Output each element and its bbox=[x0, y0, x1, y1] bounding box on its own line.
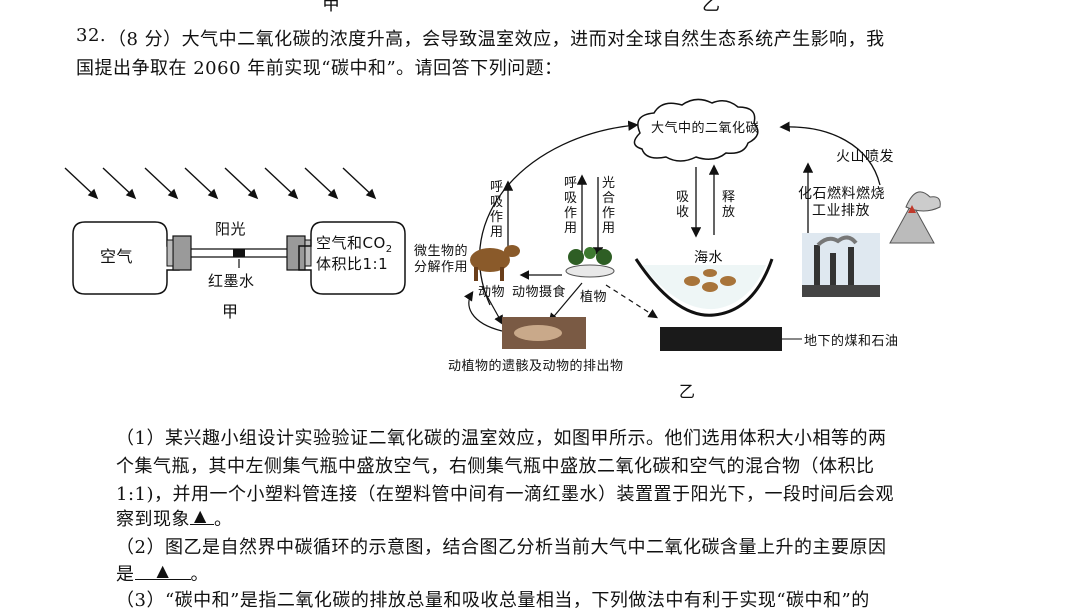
left-stopper bbox=[172, 235, 192, 271]
respiration-animal-label: 呼吸作用 bbox=[490, 180, 504, 240]
sea-label: 海水 bbox=[694, 250, 723, 266]
question-line-2: 国提出争取在 2060 年前实现“碳中和”。请回答下列问题： bbox=[76, 58, 563, 79]
cloud-label: 大气中的二氧化碳 bbox=[651, 121, 760, 136]
sub2-line-1: （2）图乙是自然界中碳循环的示意图，结合图乙分析当前大气中二氧化碳含量上升的主要… bbox=[116, 537, 887, 558]
coal-oil-layer bbox=[660, 327, 782, 351]
industry-label: 工业排放 bbox=[812, 203, 870, 219]
sub1-line-3: 1:1)，并用一个小塑料管连接（在塑料管中间有一滴红墨水）装置置于阳光下，一段时… bbox=[116, 484, 894, 505]
plant-label: 植物 bbox=[580, 290, 608, 305]
atmosphere-cloud bbox=[633, 98, 759, 162]
figure-jia bbox=[64, 167, 406, 295]
top-label-jia: 甲 bbox=[322, 0, 341, 15]
right-bottle-label-1: 空气和CO2 bbox=[316, 234, 393, 255]
animal-label: 动物 bbox=[478, 285, 506, 300]
sub2-line-2: 是▲。 bbox=[116, 561, 209, 585]
figure-yi bbox=[464, 98, 941, 351]
ink-drop bbox=[233, 249, 245, 257]
sub1-line-4: 察到现象▲。 bbox=[116, 506, 233, 530]
plant-illustration bbox=[565, 247, 615, 278]
answer-blank-2[interactable]: ▲ bbox=[134, 561, 191, 580]
photosynthesis-label: 光合作用 bbox=[602, 176, 616, 236]
sunlight-rays bbox=[64, 167, 377, 200]
answer-blank-1[interactable]: ▲ bbox=[190, 506, 214, 525]
feeding-label: 动物摄食 bbox=[512, 285, 567, 300]
question-line-1: （8 分）大气中二氧化碳的浓度升高，会导致温室效应，进而对全球自然生态系统产生影… bbox=[108, 29, 885, 50]
left-bottle bbox=[72, 221, 180, 295]
release-label: 释放 bbox=[722, 190, 736, 220]
fossil-label: 化石燃料燃烧 bbox=[798, 186, 885, 202]
sub3-line-1: （3）“碳中和”是指二氧化碳的排放总量和吸收总量相当，下列做法中有利于实现“碳中… bbox=[116, 590, 870, 611]
industry-illustration bbox=[802, 233, 880, 297]
sunlight-label: 阳光 bbox=[215, 220, 247, 238]
sub1-line-1: （1）某兴趣小组设计实验验证二氧化碳的温室效应，如图甲所示。他们选用体积大小相等… bbox=[116, 428, 887, 449]
microbe-label-1: 微生物的 bbox=[414, 244, 469, 259]
right-bottle-label-2: 体积比1:1 bbox=[316, 255, 389, 273]
sub1-line-2: 个集气瓶，其中左侧集气瓶中盛放空气，右侧集气瓶中盛放二氧化碳和空气的混合物（体积… bbox=[116, 456, 875, 477]
volcano-label: 火山喷发 bbox=[836, 149, 894, 165]
right-bottle bbox=[298, 221, 406, 295]
question-number: 32. bbox=[76, 25, 107, 46]
microbe-label-2: 分解作用 bbox=[414, 260, 469, 275]
top-label-yi: 乙 bbox=[702, 0, 721, 15]
remains-label: 动植物的遗骸及动物的排出物 bbox=[448, 359, 624, 374]
left-bottle-label: 空气 bbox=[100, 247, 134, 266]
figure-jia-caption: 甲 bbox=[222, 302, 239, 321]
coal-label: 地下的煤和石油 bbox=[804, 334, 899, 349]
volcano-illustration bbox=[889, 191, 941, 244]
right-stopper bbox=[286, 235, 306, 271]
sea-creatures bbox=[684, 269, 736, 292]
absorb-label: 吸收 bbox=[676, 190, 690, 220]
sea-basin bbox=[634, 258, 774, 317]
ink-label: 红墨水 bbox=[208, 272, 255, 290]
animal-illustration bbox=[470, 245, 520, 281]
figure-yi-caption: 乙 bbox=[679, 382, 696, 401]
respiration-plant-label: 呼吸作用 bbox=[564, 176, 578, 236]
